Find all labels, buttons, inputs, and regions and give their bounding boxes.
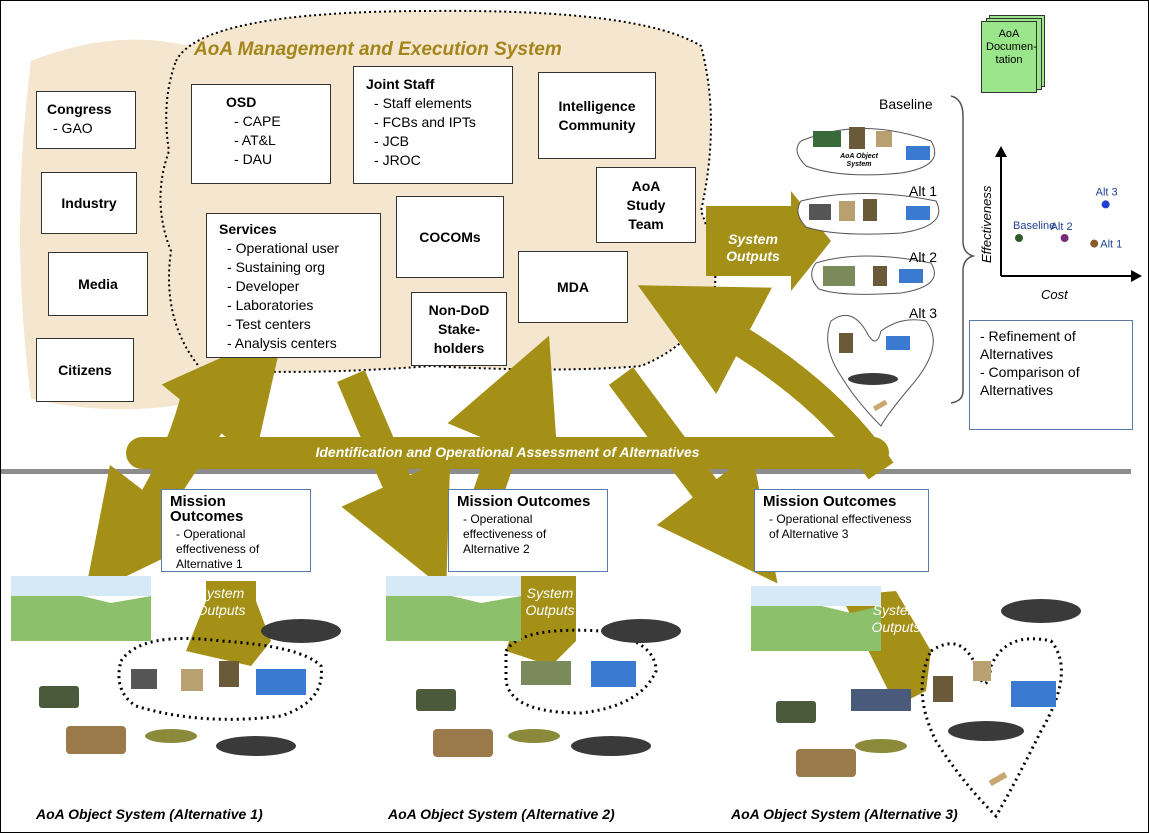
alt-label-baseline: Baseline (879, 96, 933, 112)
services-title: Services (219, 221, 277, 237)
landscape-3 (751, 601, 881, 651)
services-box: Services - Operational user - Sustaining… (206, 213, 381, 358)
landscape-1 (11, 591, 151, 641)
mission-outcomes-title: Mission Outcomes (170, 493, 244, 525)
mission-outcomes-title: Mission Outcomes (763, 493, 897, 510)
caption-alt2: AoA Object System (Alternative 2) (388, 806, 615, 822)
alt-label-3: Alt 3 (909, 305, 938, 321)
joint-staff-box: Joint Staff - Staff elements - FCBs and … (353, 66, 513, 184)
chart-x-arrowhead (1131, 270, 1142, 282)
chart-point-label: Baseline (1013, 220, 1055, 232)
chart-point (1060, 234, 1069, 242)
congress-box: Congress - GAO (36, 91, 136, 149)
system-outputs-label-1: System Outputs (196, 585, 246, 618)
section-divider (1, 469, 1131, 474)
brace (950, 95, 976, 404)
media-box: Media (48, 252, 148, 316)
mission-outcomes-2: Mission Outcomes - Operational effective… (448, 489, 608, 572)
mission-outcomes-1: Mission Outcomes - Operational effective… (161, 489, 311, 572)
chart-point (1090, 239, 1099, 248)
joint-staff-item: - FCBs and IPTs (374, 114, 476, 130)
mission-outcomes-title: Mission Outcomes (457, 493, 591, 510)
joint-staff-title: Joint Staff (366, 76, 435, 92)
system-outputs-arrow-1 (186, 581, 271, 666)
joint-staff-item: - JCB (374, 133, 410, 149)
mission-outcomes-3: Mission Outcomes - Operational effective… (754, 489, 929, 572)
gao-label: - GAO (53, 120, 93, 136)
chart-y-arrowhead (995, 146, 1007, 157)
system-outputs-label: System Outputs (726, 231, 780, 264)
alt-label-1: Alt 1 (909, 183, 938, 199)
chart-point-label: Alt 1 (1100, 239, 1122, 251)
congress-label: Congress (47, 101, 112, 117)
services-item: - Developer (227, 278, 300, 294)
mission-outcomes-item: - Operational effectiveness of Alternati… (463, 512, 547, 556)
services-item: - Laboratories (227, 297, 314, 313)
intelligence-community-box: Intelligence Community (538, 72, 656, 159)
identification-banner-text: Identification and Operational Assessmen… (315, 444, 700, 460)
cocoms-box: COCOMs (396, 196, 504, 278)
refinement-item: - Refinement of Alternatives (980, 328, 1076, 362)
equipment-graphics (11, 127, 1081, 787)
chart-ylabel: Effectiveness (979, 185, 994, 263)
osd-item-cape: - CAPE (234, 113, 281, 129)
object-system-outline-2 (504, 628, 658, 715)
comparison-item: - Comparison of Alternatives (980, 364, 1080, 398)
non-dod-box: Non-DoD Stake-holders (411, 292, 507, 366)
chart-point (1015, 234, 1023, 242)
services-item: - Analysis centers (227, 335, 337, 351)
mission-outcomes-item: - Operational effectiveness of Alternati… (176, 527, 260, 571)
identification-banner-bg (126, 437, 889, 469)
caption-alt1: AoA Object System (Alternative 1) (36, 806, 263, 822)
mda-box: MDA (518, 251, 628, 323)
system-outputs-label-2: System Outputs (525, 585, 575, 618)
landscape-2 (386, 591, 521, 641)
system-title: AoA Management and Execution System (194, 39, 562, 60)
joint-staff-item: - Staff elements (374, 95, 472, 111)
citizens-box: Citizens (36, 338, 134, 402)
study-team-box: AoA Study Team (596, 167, 696, 243)
chart-point-label: Alt 2 (1051, 221, 1073, 233)
services-item: - Sustaining org (227, 259, 326, 275)
mission-outcomes-item: - Operational effectiveness of Alternati… (769, 512, 912, 541)
osd-title: OSD (226, 94, 257, 110)
osd-box: OSD - CAPE - AT&L - DAU (191, 84, 331, 184)
osd-item-atl: - AT&L (234, 132, 276, 148)
services-item: - Test centers (227, 316, 311, 332)
object-system-tag: AoA Object System (840, 153, 878, 168)
chart-point (1101, 200, 1110, 209)
alt-label-2: Alt 2 (909, 249, 938, 265)
system-outputs-arrow-2 (506, 576, 576, 666)
object-system-outline-1 (117, 637, 323, 721)
joint-staff-item: - JROC (374, 152, 421, 168)
chart-point-label: Alt 3 (1096, 186, 1118, 198)
refinement-box: - Refinement of Alternatives - Compariso… (969, 320, 1133, 430)
osd-item-dau: - DAU (234, 151, 273, 167)
caption-alt3: AoA Object System (Alternative 3) (731, 806, 958, 822)
system-outputs-label-3: System Outputs (871, 602, 921, 635)
chart-xlabel: Cost (1041, 287, 1069, 302)
services-item: - Operational user (227, 240, 340, 256)
industry-box: Industry (41, 172, 137, 234)
documentation-icon: AoA Documen-tation (981, 21, 1037, 93)
